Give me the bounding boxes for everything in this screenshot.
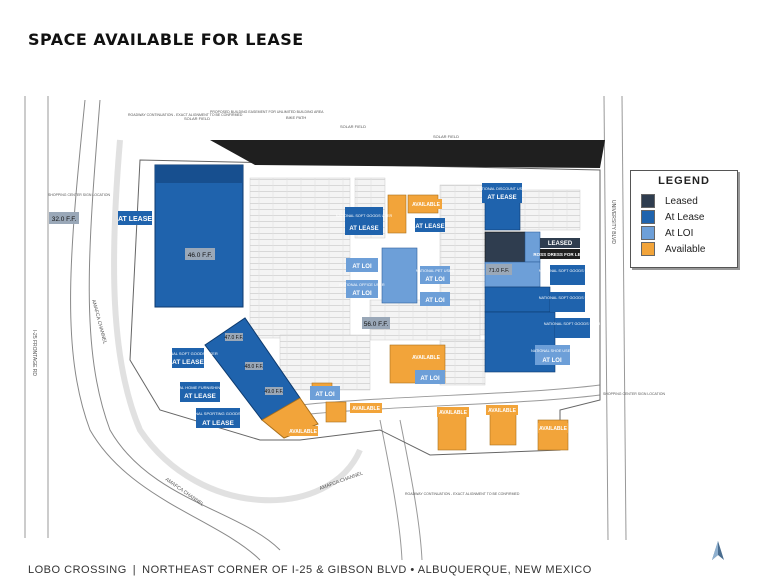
legend: LEGEND Leased At Lease At LOI Available [630, 170, 738, 268]
legend-title: LEGEND [658, 175, 710, 187]
at-lease-east-label-1: AT LEASE [415, 224, 444, 230]
footer-property: LOBO CROSSING [28, 564, 127, 576]
at-loi-label-5: AT LOI [420, 376, 440, 382]
legend-label-at-loi: At LOI [665, 227, 694, 239]
available-label-1: AVAILABLE [412, 202, 441, 208]
solar-field-label-3: SOLAR FIELD [433, 134, 459, 139]
shopping-center-sign-west: SHOPPING CENTER SIGN LOCATION [48, 193, 110, 197]
roadway-continuation-south: ROADWAY CONTINUATION - EXACT ALIGNMENT T… [405, 492, 520, 496]
center-elevation: 56.0 F.F. [364, 321, 389, 328]
page-title: SPACE AVAILABLE FOR LEASE [28, 30, 304, 49]
legend-label-leased: Leased [665, 195, 698, 207]
roadway-continuation-north: ROADWAY CONTINUATION - EXACT ALIGNMENT T… [128, 113, 243, 117]
footer-location: NORTHEAST CORNER OF I-25 & GIBSON BLVD •… [142, 564, 592, 576]
tenant-ross: ROSS DRESS FOR LESS [533, 252, 586, 257]
tenant-soft-goods-east-2: NATIONAL SOFT GOODS USER [539, 296, 596, 300]
at-loi-label-7: AT LOI [542, 358, 562, 364]
i25-frontage-label: I-25 FRONTAGE RD [31, 330, 37, 376]
anchor-elevation-badge [185, 248, 215, 260]
west-pad-elevation-badge [49, 212, 79, 224]
anchor-elevation: 46.0 F.F. [188, 252, 213, 259]
at-lease-east-label-3: AT LEASE [487, 195, 516, 201]
available-label-3: AVAILABLE [352, 406, 381, 412]
university-blvd-label: UNIVERSITY BLVD [610, 200, 616, 244]
shop-b-elevation: 48.0 F.F. [245, 364, 264, 370]
tenant-discount-user: NATIONAL DISCOUNT USER [477, 187, 528, 191]
tenant-soft-goods-east-1: NATIONAL SOFT GOODS USER [539, 269, 596, 273]
tenant-home-furnishing: NATIONAL HOME FURNISHING USER [165, 385, 236, 390]
solar-field [210, 140, 605, 168]
available-label-5: AVAILABLE [488, 408, 517, 414]
east-strip[interactable] [484, 189, 556, 373]
tenant-soft-goods-center: NATIONAL SOFT GOODS USER [336, 214, 393, 218]
tenant-sporting-goods-west: NATIONAL SPORTING GOODS USER [183, 411, 253, 416]
bike-path-label: BIKE PATH [286, 115, 306, 120]
tenant-pet-user: NATIONAL PET USER [416, 269, 455, 273]
legend-item-at-lease: At Lease [641, 209, 737, 225]
leased-east-label: LEASED [548, 241, 573, 247]
solar-field-label-1: SOLAR FIELD [184, 116, 210, 121]
at-lease-anchor-label: AT LEASE [118, 216, 152, 223]
footer: LOBO CROSSING | NORTHEAST CORNER OF I-25 &… [28, 564, 592, 576]
west-roadways [24, 96, 363, 561]
site-boundary [129, 159, 601, 456]
legend-swatch-at-loi [641, 226, 655, 240]
at-lease-east-label-2: AT LEASE [349, 226, 378, 232]
at-lease-label-2: AT LEASE [184, 393, 216, 400]
shop-a-elevation: 47.0 F.F. [225, 335, 244, 341]
available-label-4: AVAILABLE [439, 410, 468, 416]
solar-field-label-2: SOLAR FIELD [340, 124, 366, 129]
at-loi-label-4: AT LOI [425, 298, 445, 304]
legend-item-leased: Leased [641, 193, 737, 209]
legend-swatch-leased [641, 194, 655, 208]
tenant-soft-goods-east-3: NATIONAL SOFT GOODS USER [544, 322, 601, 326]
tenant-office-user: NATIONAL OFFICE USER [339, 283, 384, 287]
tenant-soft-goods-west: NATIONAL SOFT GOODS USER [158, 351, 218, 356]
available-label-7: AVAILABLE [289, 429, 318, 435]
available-label-6: AVAILABLE [539, 426, 568, 432]
at-loi-label-3: AT LOI [425, 277, 445, 283]
at-loi-label-2: AT LOI [352, 291, 372, 297]
footer-divider: | [132, 564, 137, 576]
shopping-center-sign-east: SHOPPING CENTER SIGN LOCATION [603, 392, 665, 396]
legend-swatch-at-lease [641, 210, 655, 224]
amafca-channel-label-1: AMAFCA CHANNEL [90, 299, 108, 345]
shop-c-elevation: 49.0 F.F. [265, 389, 284, 395]
at-loi-label-6: AT LOI [315, 392, 335, 398]
legend-item-at-loi: At LOI [641, 225, 737, 241]
tenant-shoe-user: NATIONAL SHOE USER [531, 349, 573, 353]
legend-swatch-available [641, 242, 655, 256]
east-elevation: 71.0 F.F. [489, 268, 510, 274]
legend-label-available: Available [665, 243, 706, 255]
west-pad-elevation: 32.0 F.F. [52, 216, 77, 223]
at-lease-label-1: AT LEASE [172, 359, 204, 366]
available-label-2: AVAILABLE [412, 355, 441, 361]
north-arrow-icon [712, 541, 724, 560]
at-loi-label-1: AT LOI [352, 264, 372, 270]
parking-areas [249, 177, 581, 391]
building-easement-label: PROPOSED BUILDING EASEMENT FOR UNLIMITED… [210, 110, 324, 114]
legend-label-at-lease: At Lease [665, 211, 705, 223]
at-lease-anchor-tag [118, 211, 152, 225]
legend-item-available: Available [641, 241, 737, 257]
at-lease-south-label: AT LEASE [202, 420, 234, 427]
anchor-building[interactable]: 46.0 F.F. [154, 164, 244, 308]
